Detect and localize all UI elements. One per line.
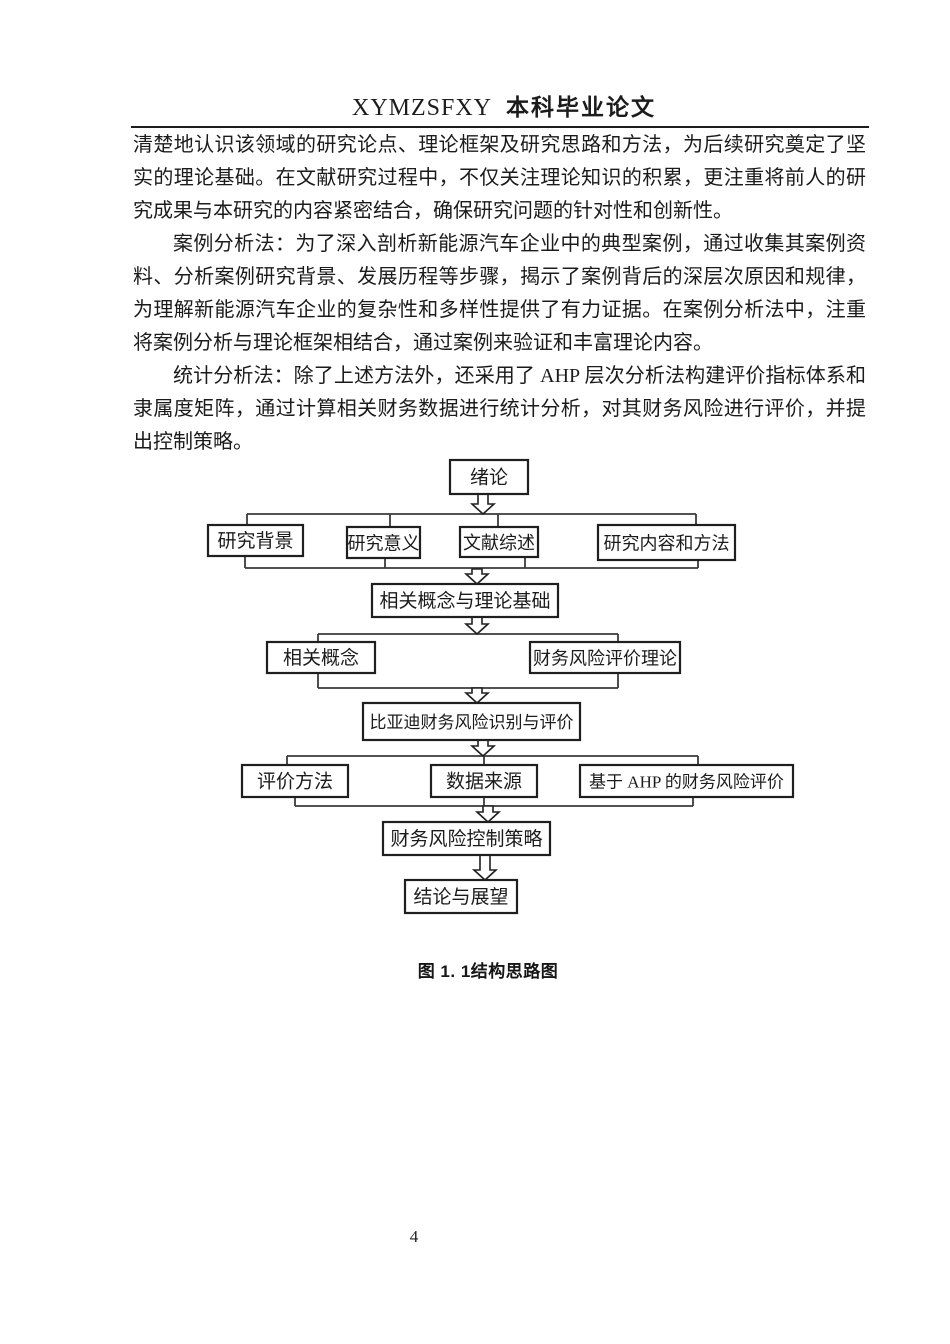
flowchart-node-research-content-methods: 研究内容和方法 [596, 523, 737, 562]
down-arrow-icon [469, 493, 497, 516]
flowchart-box [578, 763, 795, 799]
flowchart-box [206, 523, 305, 558]
page-number: 4 [409, 1227, 419, 1246]
header-thesis-title: 本科毕业论文 [506, 95, 657, 120]
flowchart-box [596, 523, 737, 562]
down-arrow-icon [463, 616, 491, 636]
flowchart-box-label: 相关概念 [283, 646, 359, 669]
flowchart-box-label: 基于 AHP 的财务风险评价 [589, 773, 784, 792]
flowchart-node-data-source: 数据来源 [429, 763, 539, 799]
down-arrow-icon [471, 854, 499, 882]
flowchart-node-financial-risk-evaluation-theory: 财务风险评价理论 [528, 640, 682, 675]
flowchart-node-byd-risk-identification-evaluation: 比亚迪财务风险识别与评价 [361, 701, 582, 742]
flowchart-box-label: 文献综述 [463, 533, 535, 553]
flowchart-node-ahp-financial-risk-evaluation: 基于 AHP 的财务风险评价 [578, 763, 795, 799]
flowchart-box-label: 研究内容和方法 [604, 534, 730, 554]
paragraph-statistical-method: 统计分析法：除了上述方法外，还采用了 AHP 层次分析法构建评价指标体系和隶属度… [133, 365, 866, 453]
flowchart-box-label: 数据来源 [446, 771, 522, 793]
flowchart-box [361, 701, 582, 742]
flowchart-node-evaluation-method: 评价方法 [240, 763, 350, 799]
flowchart-box-label: 研究背景 [217, 530, 293, 552]
flowchart-box [370, 582, 560, 619]
down-arrow-icon [474, 805, 502, 824]
paragraph-case-analysis-method: 案例分析法：为了深入剖析新能源汽车企业中的典型案例，通过收集其案例资料、分析案例… [133, 233, 866, 354]
flowchart-box-label: 财务风险评价理论 [533, 649, 677, 669]
down-arrow-icon [469, 739, 497, 758]
flowchart-box-label: 财务风险控制策略 [390, 828, 542, 850]
flowchart-box-label: 结论与展望 [413, 886, 508, 908]
flowchart-box [448, 458, 530, 496]
flowchart-box [458, 525, 540, 559]
flowchart-box-label: 评价方法 [257, 771, 333, 793]
flowchart-node-conclusion-and-outlook: 结论与展望 [403, 878, 519, 915]
flowchart-node-literature-review: 文献综述 [458, 525, 540, 559]
flowchart-box [381, 820, 552, 857]
flowchart-node-introduction: 绪论 [448, 458, 530, 496]
flowchart-box [265, 640, 377, 675]
flowchart-box [528, 640, 682, 675]
flowchart-box-label: 研究意义 [348, 534, 420, 554]
paragraph-literature-method: 清楚地认识该领域的研究论点、理论框架及研究思路和方法，为后续研究奠定了坚实的理论… [133, 134, 866, 222]
flowchart-box [240, 763, 350, 799]
down-arrow-icon [463, 568, 491, 586]
page-header: XYMZSFXY 本科毕业论文 [0, 88, 950, 122]
flowchart-node-concepts-and-theory: 相关概念与理论基础 [370, 582, 560, 619]
flowchart-box-label: 相关概念与理论基础 [379, 589, 550, 612]
body-text-block: 清楚地认识该领域的研究论点、理论框架及研究思路和方法，为后续研究奠定了坚实的理论… [133, 129, 866, 459]
flowchart-box [429, 763, 539, 799]
header-divider-line [131, 126, 869, 129]
flowchart-box-label: 绪论 [470, 467, 508, 489]
figure-caption: 图 1. 1结构思路图 [417, 962, 559, 981]
down-arrow-icon [463, 687, 491, 705]
header-school-code: XYMZSFXY [351, 95, 493, 121]
flowchart-node-research-background: 研究背景 [206, 523, 305, 558]
flowchart-node-financial-risk-control-strategy: 财务风险控制策略 [381, 820, 552, 857]
flowchart-node-research-significance: 研究意义 [345, 525, 422, 560]
flowchart-node-related-concepts: 相关概念 [265, 640, 377, 675]
flowchart-box-label: 比亚迪财务风险识别与评价 [370, 713, 574, 732]
flowchart-box [403, 878, 519, 915]
flowchart-box [345, 525, 422, 560]
